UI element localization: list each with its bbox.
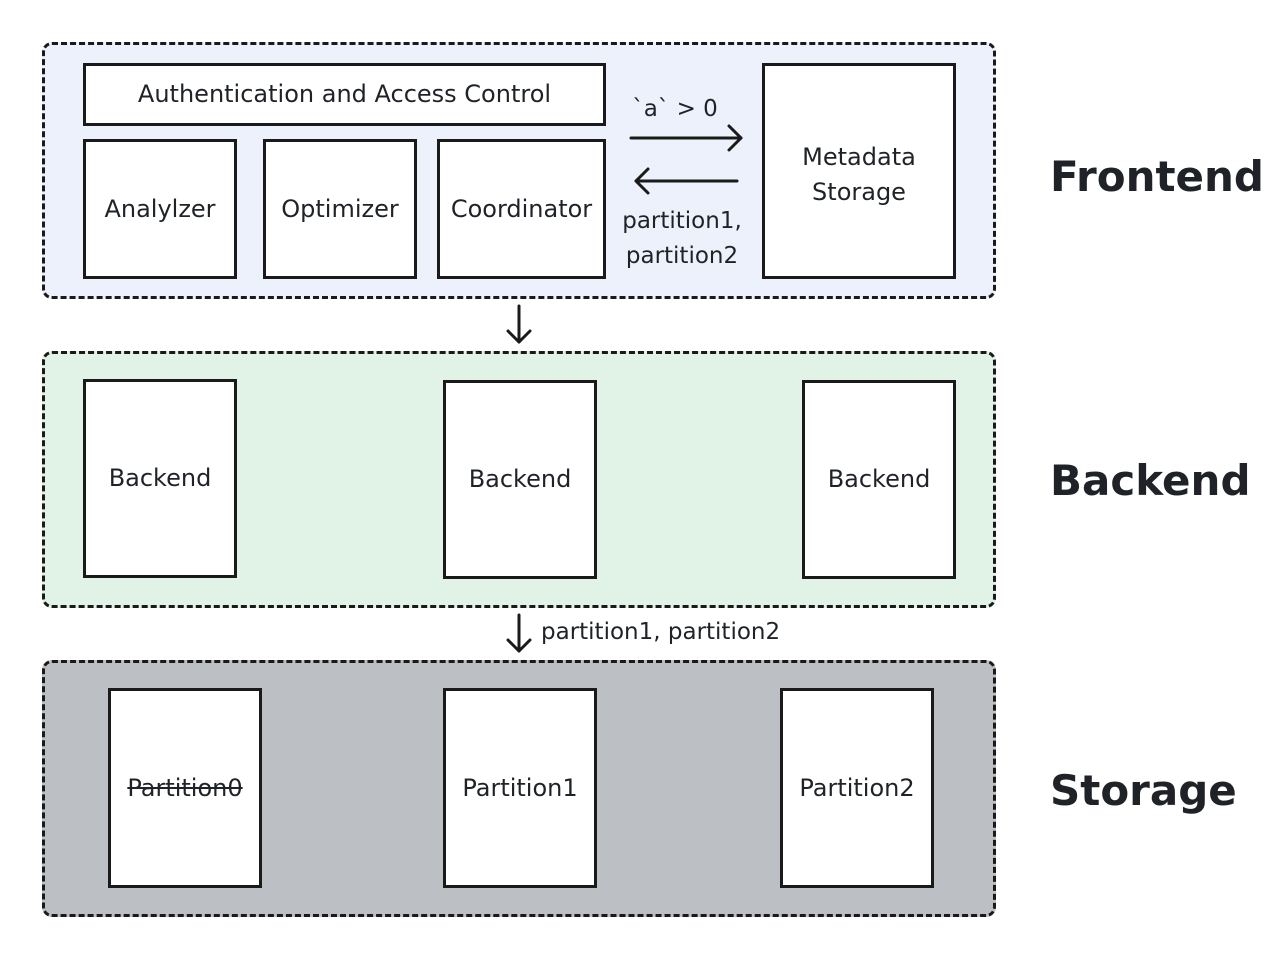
partition-1-box: Partition1 — [443, 688, 597, 888]
coordinator-box: Coordinator — [437, 139, 606, 279]
frontend-to-backend-arrow — [506, 304, 532, 344]
backend-layer-title: Backend — [1050, 456, 1251, 505]
coordinator-label: Coordinator — [450, 194, 593, 223]
partition-2-label: Partition2 — [799, 773, 915, 802]
backend-node-3: Backend — [802, 380, 956, 579]
partition-0-label: Partition0 — [127, 773, 243, 802]
metadata-storage-line2: Storage — [812, 178, 906, 206]
optimizer-label: Optimizer — [281, 194, 399, 223]
partition-2-box: Partition2 — [780, 688, 934, 888]
backend-node-2: Backend — [443, 380, 597, 579]
backend-node-3-label: Backend — [827, 465, 931, 493]
response-partitions-label: partition1, partition2 — [612, 204, 752, 274]
metadata-storage-line1: Metadata — [802, 143, 916, 171]
partition-1-label: Partition1 — [462, 773, 578, 802]
response-line2: partition2 — [625, 243, 739, 269]
backend-node-1: Backend — [83, 379, 237, 578]
partition-0-box: Partition0 — [108, 688, 262, 888]
request-predicate-label: `a` > 0 — [632, 96, 718, 122]
auth-box: Authentication and Access Control — [83, 63, 606, 126]
metadata-storage-label: Metadata Storage — [802, 140, 916, 210]
storage-layer-title: Storage — [1050, 766, 1237, 815]
backend-to-storage-arrow — [506, 613, 532, 653]
backend-to-storage-label: partition1, partition2 — [541, 619, 781, 645]
auth-label: Authentication and Access Control — [137, 80, 552, 108]
analyzer-box: Analylzer — [83, 139, 237, 279]
backend-node-2-label: Backend — [468, 465, 572, 493]
response-line1: partition1, — [622, 208, 742, 234]
frontend-layer-title: Frontend — [1050, 152, 1264, 201]
metadata-storage-box: Metadata Storage — [762, 63, 956, 279]
analyzer-label: Analylzer — [104, 194, 216, 223]
backend-node-1-label: Backend — [108, 464, 212, 492]
optimizer-box: Optimizer — [263, 139, 417, 279]
